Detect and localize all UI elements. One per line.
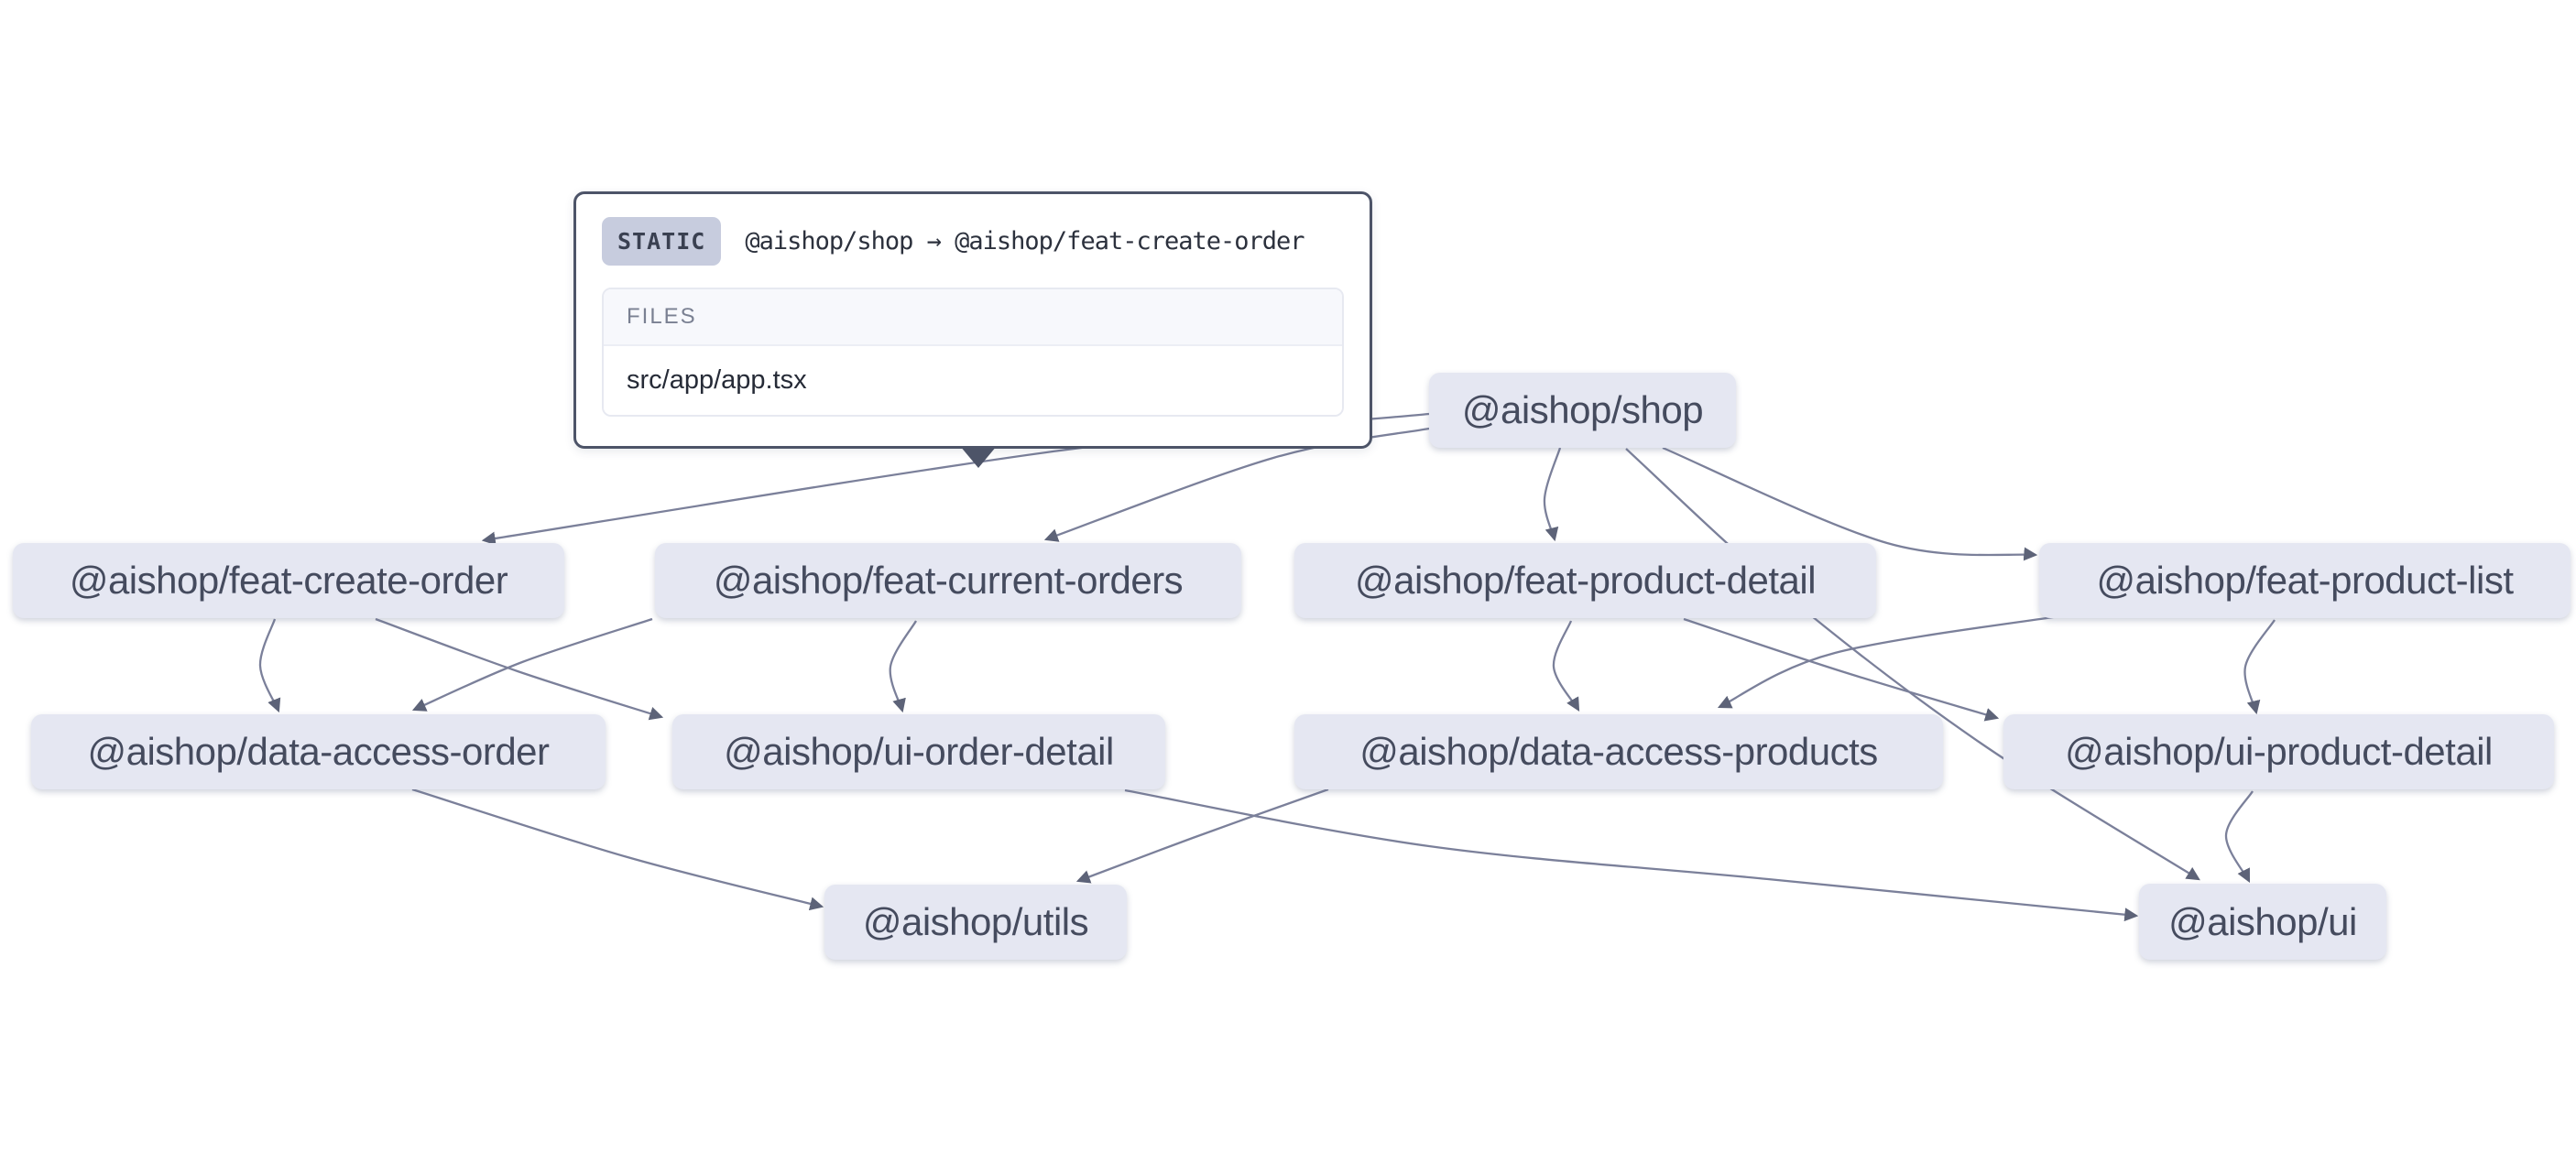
- edge-shop-to-feat-product-detail[interactable]: [1543, 447, 1562, 542]
- edge-feat-create-order-to-data-access-order[interactable]: [258, 618, 281, 713]
- files-header-label: FILES: [604, 289, 1342, 346]
- edge-feat-product-detail-to-ui-product-detail[interactable]: [1683, 617, 2000, 722]
- edge-feat-product-list-to-data-access-products[interactable]: [1717, 612, 2079, 709]
- edge-data-access-products-to-utils[interactable]: [1075, 788, 1329, 884]
- files-box: FILES src/app/app.tsx: [602, 288, 1344, 417]
- file-path: src/app/app.tsx: [604, 346, 1342, 415]
- graph-node-utils[interactable]: @aishop/utils: [824, 885, 1127, 960]
- edge-feat-product-list-to-ui-product-detail[interactable]: [2243, 619, 2276, 715]
- tooltip-edge-title: @aishop/shop → @aishop/feat-create-order: [745, 227, 1304, 255]
- graph-node-data-access-order[interactable]: @aishop/data-access-order: [31, 714, 606, 789]
- edge-shop-to-feat-current-orders[interactable]: [1043, 427, 1430, 542]
- edge-shop-to-feat-product-list[interactable]: [1662, 446, 2038, 561]
- edge-feat-create-order-to-ui-order-detail[interactable]: [375, 617, 664, 721]
- graph-node-feat-product-detail[interactable]: @aishop/feat-product-detail: [1294, 543, 1876, 618]
- graph-node-ui[interactable]: @aishop/ui: [2139, 884, 2386, 960]
- graph-node-ui-product-detail[interactable]: @aishop/ui-product-detail: [2003, 714, 2554, 789]
- edge-data-access-order-to-utils[interactable]: [411, 788, 824, 911]
- edge-feat-current-orders-to-data-access-order[interactable]: [411, 617, 653, 712]
- edge-ui-order-detail-to-ui[interactable]: [1124, 788, 2139, 922]
- graph-node-feat-current-orders[interactable]: @aishop/feat-current-orders: [655, 543, 1241, 618]
- graph-node-shop[interactable]: @aishop/shop: [1429, 373, 1736, 448]
- edge-feat-product-detail-to-data-access-products[interactable]: [1552, 620, 1580, 712]
- edge-ui-product-detail-to-ui[interactable]: [2224, 790, 2254, 884]
- graph-node-feat-create-order[interactable]: @aishop/feat-create-order: [13, 543, 564, 618]
- graph-node-feat-product-list[interactable]: @aishop/feat-product-list: [2039, 543, 2571, 618]
- edge-tooltip: STATIC @aishop/shop → @aishop/feat-creat…: [573, 191, 1372, 449]
- dependency-type-badge: STATIC: [602, 217, 722, 266]
- tooltip-pointer-icon: [960, 446, 997, 468]
- graph-node-data-access-products[interactable]: @aishop/data-access-products: [1294, 714, 1943, 789]
- edge-feat-current-orders-to-ui-order-detail[interactable]: [889, 620, 918, 713]
- edge-shop-to-ui[interactable]: [1625, 448, 2200, 881]
- graph-node-ui-order-detail[interactable]: @aishop/ui-order-detail: [672, 714, 1165, 789]
- tooltip-header: STATIC @aishop/shop → @aishop/feat-creat…: [602, 217, 1344, 266]
